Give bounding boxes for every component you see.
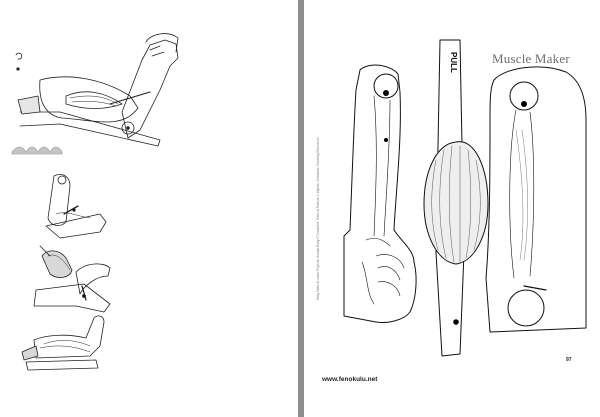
main-arm-illustration <box>17 33 179 147</box>
arm-step-2 <box>33 245 111 313</box>
pull-strip <box>435 39 465 357</box>
forearm-cutout <box>343 64 417 323</box>
wave-strip <box>11 146 63 155</box>
book-spine <box>298 0 304 417</box>
website-url[interactable]: www.fenokulu.net <box>322 376 378 383</box>
right-page: PULL Muscle Maker Easy Make & Learn Proj… <box>304 0 600 417</box>
upper-arm-cutout <box>485 66 587 333</box>
marker-icon <box>15 52 23 71</box>
page-title: Muscle Maker <box>492 51 570 66</box>
pull-label: PULL <box>449 52 458 73</box>
credit-line: Easy Make & Learn Projects: Human Body ©… <box>316 137 320 300</box>
cutout-templates <box>343 39 587 357</box>
left-illustrations <box>11 33 179 371</box>
arm-step-1 <box>45 174 107 239</box>
left-page <box>0 0 298 417</box>
muscle-cutout <box>423 141 489 265</box>
arm-step-3 <box>21 315 105 371</box>
page-number: 97 <box>566 357 572 363</box>
